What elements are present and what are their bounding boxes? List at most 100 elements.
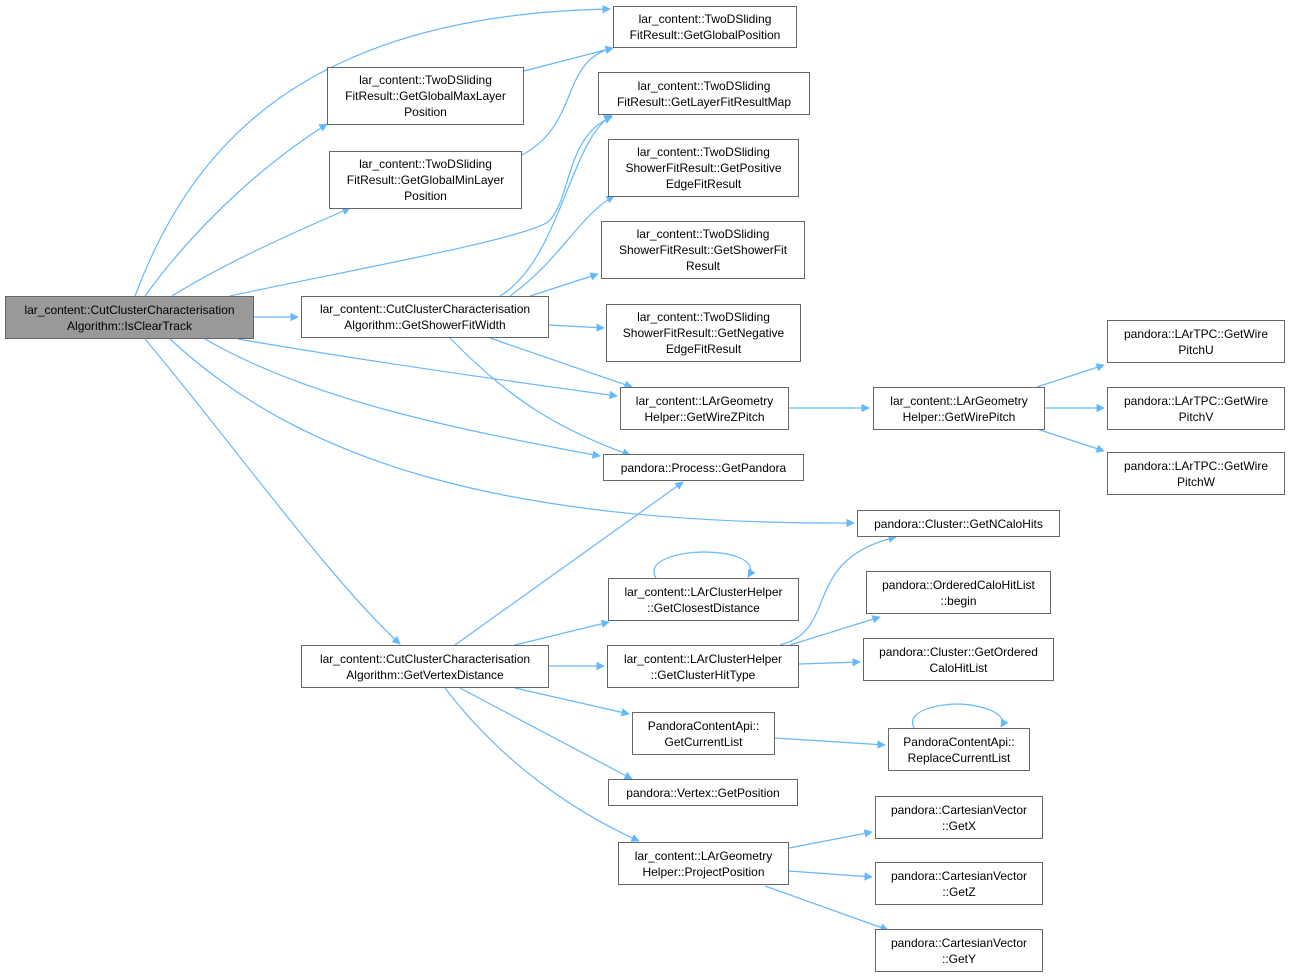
node-get-wire-pitch-w[interactable]: pandora::LArTPC::GetWire PitchW <box>1107 452 1285 495</box>
node-get-wire-z-pitch[interactable]: lar_content::LArGeometry Helper::GetWire… <box>620 387 789 430</box>
edge-get-global-max-layer-position-to-get-global-position <box>523 45 614 72</box>
node-ordered-calo-hit-list-begin[interactable]: pandora::OrderedCaloHitList ::begin <box>866 571 1051 614</box>
node-label-line: Position <box>404 189 447 203</box>
node-label-line: FitResult::GetLayerFitResultMap <box>616 94 792 109</box>
node-label-line: pandora::CartesianVector <box>890 868 1028 883</box>
edge-project-position-to-cartesian-get-x <box>788 829 873 849</box>
node-label-line: PandoraContentApi:: <box>903 734 1015 749</box>
edge-is-clear-track-to-get-wire-z-pitch <box>237 338 618 400</box>
edge-get-current-list-to-replace-current-list <box>774 737 886 749</box>
node-get-pandora[interactable]: pandora::Process::GetPandora <box>603 454 804 481</box>
edge-get-vertex-distance-to-get-pandora <box>454 481 684 646</box>
edge-get-cluster-hit-type-to-get-n-calo-hits <box>779 534 897 646</box>
node-label-line: Algorithm::GetVertexDistance <box>346 667 504 682</box>
node-label-line: ::GetClosestDistance <box>647 600 760 615</box>
node-label-line: ::GetY <box>941 951 976 966</box>
node-get-shower-fit-width[interactable]: lar_content::CutClusterCharacterisation … <box>301 296 549 338</box>
node-label-line: PitchU <box>1178 342 1214 357</box>
node-label-line: ::GetX <box>941 818 976 833</box>
edge-get-cluster-hit-type-to-get-ordered-calo-hit-list <box>798 658 861 667</box>
node-label-line: PitchV <box>1178 409 1214 424</box>
edge-is-clear-track-to-get-vertex-distance <box>144 338 401 645</box>
edge-get-shower-fit-width-to-get-pandora <box>449 337 631 457</box>
edge-is-clear-track-to-get-global-max-layer-position <box>144 123 328 297</box>
node-label-line: lar_content::LArClusterHelper <box>623 651 783 666</box>
node-label-line: ShowerFitResult::GetPositive <box>625 161 782 175</box>
node-label-line: pandora::Cluster::GetNCaloHits <box>874 516 1043 531</box>
edge-is-clear-track-to-get-global-min-layer-position <box>171 207 351 297</box>
node-vertex-get-position[interactable]: pandora::Vertex::GetPosition <box>608 779 798 806</box>
node-get-wire-pitch-v[interactable]: pandora::LArTPC::GetWire PitchV <box>1107 387 1285 430</box>
node-get-global-min-layer-position[interactable]: lar_content::TwoDSliding FitResult::GetG… <box>329 151 522 209</box>
node-project-position[interactable]: lar_content::LArGeometry Helper::Project… <box>618 842 789 885</box>
node-get-global-position[interactable]: lar_content::TwoDSliding FitResult::GetG… <box>613 6 797 48</box>
edge-get-closest-distance-self-loop <box>653 551 756 579</box>
edge-get-vertex-distance-to-get-closest-distance <box>514 619 610 646</box>
node-get-n-calo-hits[interactable]: pandora::Cluster::GetNCaloHits <box>857 510 1060 537</box>
edge-is-clear-track-to-get-layer-fit-result-map <box>229 115 613 297</box>
node-label-line: ::GetZ <box>942 884 976 899</box>
node-label-line: EdgeFitResult <box>665 177 742 191</box>
edge-get-wire-pitch-to-get-wire-pitch-w <box>1036 428 1105 453</box>
node-label-line: lar_content::CutClusterCharacterisation <box>319 651 531 666</box>
node-get-current-list[interactable]: PandoraContentApi:: GetCurrentList <box>632 712 775 755</box>
node-label-line: lar_content::LArGeometry <box>634 848 773 863</box>
node-label-line: Helper::GetWirePitch <box>902 409 1016 424</box>
node-label-line: ::begin <box>940 593 977 608</box>
edge-get-global-min-layer-position-to-get-global-position <box>521 45 614 156</box>
node-get-vertex-distance[interactable]: lar_content::CutClusterCharacterisation … <box>301 645 549 688</box>
node-label-line: FitResult::GetGlobalPosition <box>629 28 781 42</box>
node-label-line: pandora::LArTPC::GetWire <box>1123 458 1269 473</box>
node-get-global-max-layer-position[interactable]: lar_content::TwoDSliding FitResult::GetG… <box>327 67 524 125</box>
node-label-line: GetCurrentList <box>664 734 743 749</box>
node-label-line: lar_content::TwoDSliding <box>637 310 770 324</box>
node-label-line: Helper::GetWireZPitch <box>644 409 765 424</box>
node-label-line: ::GetClusterHitType <box>650 667 756 682</box>
node-get-wire-pitch[interactable]: lar_content::LArGeometry Helper::GetWire… <box>873 387 1045 430</box>
node-label-line: lar_content::TwoDSliding <box>636 227 770 241</box>
edge-get-vertex-distance-to-vertex-get-position <box>459 687 633 780</box>
node-cartesian-get-z[interactable]: pandora::CartesianVector ::GetZ <box>875 862 1043 905</box>
node-label-line: ReplaceCurrentList <box>907 750 1011 765</box>
node-get-shower-fit-result[interactable]: lar_content::TwoDSliding ShowerFitResult… <box>601 221 805 279</box>
node-cartesian-get-x[interactable]: pandora::CartesianVector ::GetX <box>875 796 1043 839</box>
node-label-line: pandora::Process::GetPandora <box>620 460 787 475</box>
node-get-positive-edge-fit-result[interactable]: lar_content::TwoDSliding ShowerFitResult… <box>608 139 799 197</box>
node-label-line: lar_content::TwoDSliding <box>638 12 772 26</box>
node-label-line: PitchW <box>1176 474 1215 489</box>
edge-is-clear-track-to-get-pandora <box>204 338 601 459</box>
edge-get-shower-fit-width-to-get-shower-fit-result <box>529 272 599 297</box>
node-label-line: Algorithm::GetShowerFitWidth <box>344 318 506 332</box>
node-label-line: Algorithm::IsClearTrack <box>67 318 192 333</box>
edge-is-clear-track-to-get-n-calo-hits <box>169 338 855 528</box>
edge-project-position-to-cartesian-get-z <box>788 870 873 881</box>
edge-is-clear-track-to-get-global-position <box>134 4 611 297</box>
node-label-line: lar_content::TwoDSliding <box>359 157 492 171</box>
edge-project-position-to-cartesian-get-y <box>764 885 889 932</box>
node-label-line: FitResult::GetGlobalMinLayer <box>346 173 505 187</box>
node-label-line: pandora::LArTPC::GetWire <box>1123 326 1269 341</box>
node-label-line: CaloHitList <box>929 660 988 675</box>
node-get-wire-pitch-u[interactable]: pandora::LArTPC::GetWire PitchU <box>1107 320 1285 363</box>
node-label-line: pandora::CartesianVector <box>890 935 1028 950</box>
node-get-ordered-calo-hit-list[interactable]: pandora::Cluster::GetOrdered CaloHitList <box>863 638 1054 681</box>
node-label-line: lar_content::LArClusterHelper <box>624 584 783 599</box>
node-get-negative-edge-fit-result[interactable]: lar_content::TwoDSliding ShowerFitResult… <box>606 304 801 362</box>
node-get-layer-fit-result-map[interactable]: lar_content::TwoDSliding FitResult::GetL… <box>598 72 810 115</box>
edge-get-cluster-hit-type-to-ordered-calo-hit-list-begin <box>789 615 881 646</box>
node-replace-current-list[interactable]: PandoraContentApi:: ReplaceCurrentList <box>888 728 1030 771</box>
node-label-line: ShowerFitResult::GetShowerFit <box>618 243 788 257</box>
node-label-line: pandora::LArTPC::GetWire <box>1123 393 1269 408</box>
node-label-line: lar_content::LArGeometry <box>890 393 1028 408</box>
node-label-line: pandora::Cluster::GetOrdered <box>879 644 1038 659</box>
node-get-cluster-hit-type[interactable]: lar_content::LArClusterHelper ::GetClust… <box>607 645 799 688</box>
node-get-closest-distance[interactable]: lar_content::LArClusterHelper ::GetClose… <box>608 578 799 621</box>
node-cartesian-get-y[interactable]: pandora::CartesianVector ::GetY <box>875 929 1043 972</box>
edge-get-vertex-distance-to-get-current-list <box>514 687 630 717</box>
node-label-line: pandora::CartesianVector <box>890 802 1028 817</box>
edge-get-shower-fit-width-to-get-layer-fit-result-map <box>499 114 613 297</box>
node-label-line: pandora::Vertex::GetPosition <box>626 785 780 800</box>
edge-get-wire-pitch-to-get-wire-pitch-u <box>1036 363 1105 388</box>
edge-get-shower-fit-width-to-get-wire-z-pitch <box>489 337 633 389</box>
